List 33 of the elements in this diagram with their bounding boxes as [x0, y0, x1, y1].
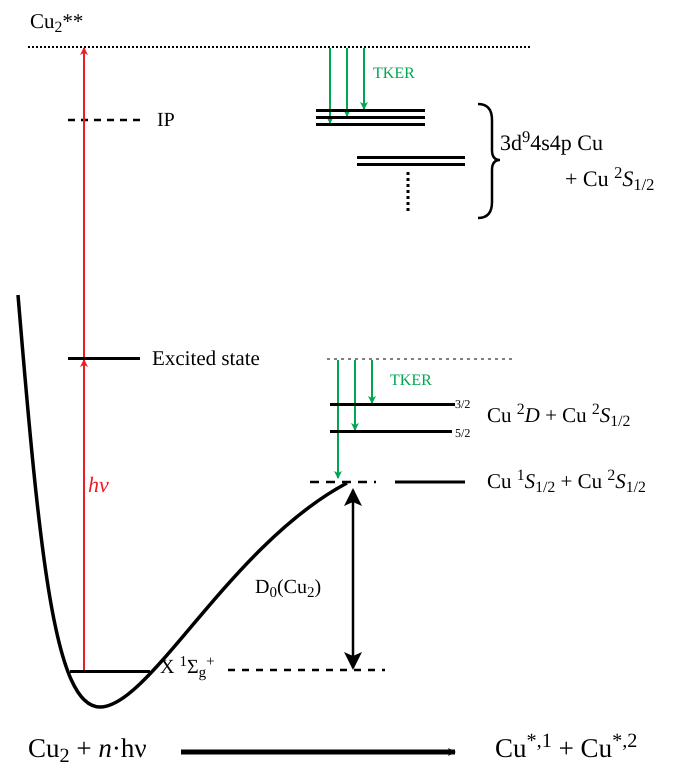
equation-text: Cu$^{*,1}$ + Cu$^{*,2}$ — [455, 728, 687, 768]
energy-level — [330, 430, 452, 433]
label: + Cu $^{2}$S$_{1/2}$ — [565, 162, 654, 195]
energy-level — [357, 156, 465, 159]
label: 3/2 — [455, 396, 470, 413]
label: D$_{0}$(Cu$_{2}$) — [255, 575, 322, 602]
label: 5/2 — [455, 425, 470, 442]
energy-level — [310, 478, 465, 486]
label: Cu $^{1}$S$_{1/2}$ + Cu $^{2}$S$_{1/2}$ — [487, 466, 646, 498]
energy-level — [68, 357, 140, 360]
arrow — [360, 48, 368, 110]
energy-level — [316, 116, 425, 119]
arrow — [80, 47, 88, 357]
energy-level — [330, 403, 455, 406]
arrow — [80, 359, 88, 670]
label: IP — [157, 108, 175, 133]
label: Cu $^{2}$D + Cu $^{2}$S$_{1/2}$ — [487, 400, 630, 432]
energy-level — [316, 123, 425, 126]
label: TKER — [373, 64, 415, 84]
arrow — [351, 360, 359, 431]
label: 3d$^{9}$4s4p Cu — [500, 126, 603, 157]
level-label: Cu$_{2}$** — [30, 8, 84, 38]
arrow — [181, 748, 456, 756]
state-label: Excited state — [152, 345, 260, 372]
energy-level — [70, 670, 150, 673]
energy-level — [316, 109, 425, 112]
arrow — [326, 48, 334, 124]
arrow — [343, 48, 351, 117]
label: TKER — [390, 371, 432, 391]
arrow — [368, 360, 376, 404]
energy-level — [357, 163, 465, 166]
equation-text: Cu$_{2}$ + n·hν — [28, 728, 180, 768]
arrow — [334, 360, 342, 479]
